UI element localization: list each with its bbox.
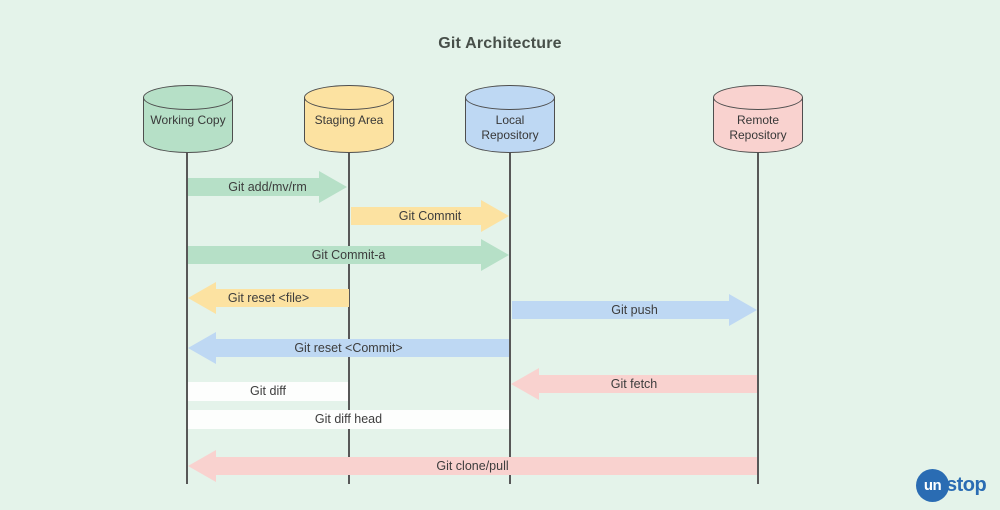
- arrow-label: Git push: [611, 303, 658, 317]
- arrow-git-reset-commit: Git reset <Commit>: [188, 332, 509, 364]
- arrow-head-right-icon: [319, 171, 347, 203]
- node-remote-repository: Remote Repository: [713, 85, 803, 153]
- arrow-head-right-icon: [729, 294, 757, 326]
- node-staging-area: Staging Area: [304, 85, 394, 153]
- arrow-body: [188, 178, 320, 196]
- node-label: Local Repository: [481, 113, 539, 142]
- lifeline-remote-repository: [757, 150, 759, 484]
- arrow-git-commit-a: Git Commit-a: [188, 239, 509, 271]
- arrow-head-left-icon: [188, 332, 216, 364]
- cylinder-top-icon: [465, 85, 555, 110]
- node-label: Staging Area: [314, 113, 384, 127]
- arrow-label: Git clone/pull: [436, 459, 509, 473]
- node-local-repository: Local Repository: [465, 85, 555, 153]
- arrow-label: Git add/mv/rm: [228, 180, 307, 194]
- arrow-label: Git Commit-a: [311, 248, 386, 262]
- arrow-body: [538, 375, 757, 393]
- diagram-title: Git Architecture: [438, 35, 562, 52]
- arrow-label: Git reset <file>: [227, 291, 310, 305]
- bar-git-diff-head: Git diff head: [188, 410, 509, 429]
- cylinder-top-icon: [713, 85, 803, 110]
- lifeline-staging-area: [348, 150, 350, 484]
- bar-git-diff: Git diff: [188, 382, 348, 401]
- unstop-logo-badge-icon: un: [916, 469, 949, 502]
- node-label: Remote Repository: [729, 113, 787, 142]
- arrow-head-right-icon: [481, 200, 509, 232]
- arrow-label: Git Commit: [398, 209, 462, 223]
- cylinder-top-icon: [304, 85, 394, 110]
- lifeline-local-repository: [509, 150, 511, 484]
- node-label: Working Copy: [150, 113, 226, 127]
- arrow-head-right-icon: [481, 239, 509, 271]
- arrow-label: Git fetch: [610, 377, 658, 391]
- unstop-logo: un stop: [916, 469, 987, 502]
- arrow-head-left-icon: [188, 282, 216, 314]
- arrow-body: [351, 207, 482, 225]
- unstop-logo-text: stop: [946, 474, 987, 496]
- arrow-git-add-mv-rm: Git add/mv/rm: [188, 171, 347, 203]
- arrow-head-left-icon: [511, 368, 539, 400]
- arrow-body: [512, 301, 730, 319]
- arrow-body: [188, 246, 482, 264]
- arrow-body: [215, 339, 509, 357]
- arrow-body: [215, 457, 757, 475]
- lifeline-working-copy: [186, 150, 188, 484]
- arrow-git-clone-pull: Git clone/pull: [188, 450, 757, 482]
- arrow-git-fetch: Git fetch: [511, 368, 757, 400]
- node-working-copy: Working Copy: [143, 85, 233, 153]
- arrow-label: Git reset <Commit>: [294, 341, 403, 355]
- arrow-git-push: Git push: [512, 294, 757, 326]
- arrow-head-left-icon: [188, 450, 216, 482]
- arrow-body: [215, 289, 349, 307]
- arrow-git-reset-file: Git reset <file>: [188, 282, 349, 314]
- cylinder-top-icon: [143, 85, 233, 110]
- arrow-git-commit: Git Commit: [351, 200, 509, 232]
